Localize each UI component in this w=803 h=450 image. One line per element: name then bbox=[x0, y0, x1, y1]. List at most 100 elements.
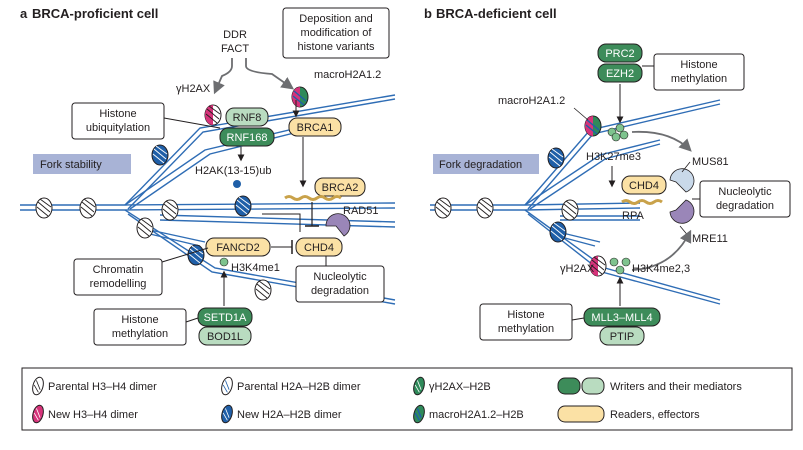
prc2-badge: PRC2 bbox=[597, 43, 643, 63]
h3k4me23-label: H3K4me2,3 bbox=[632, 263, 690, 275]
svg-text:FANCD2: FANCD2 bbox=[216, 242, 259, 254]
svg-text:histone variants: histone variants bbox=[297, 41, 375, 53]
rpa-filament bbox=[621, 199, 663, 205]
svg-text:EZH2: EZH2 bbox=[606, 68, 634, 80]
nucleosome bbox=[434, 197, 452, 219]
svg-text:Fork degradation: Fork degradation bbox=[439, 159, 522, 171]
svg-text:RNF8: RNF8 bbox=[233, 112, 262, 124]
svg-text:Parental H3–H4 dimer: Parental H3–H4 dimer bbox=[48, 381, 157, 393]
mus81-nuclease-icon bbox=[669, 168, 695, 193]
svg-text:methylation: methylation bbox=[498, 323, 554, 335]
rpa-label: RPA bbox=[622, 210, 644, 222]
panel-b-letter: b bbox=[424, 6, 432, 21]
ddr-arrow-left bbox=[213, 58, 233, 95]
svg-text:remodelling: remodelling bbox=[90, 278, 147, 290]
brca1-badge: BRCA1 bbox=[288, 117, 342, 137]
rnf168-badge: RNF168 bbox=[219, 127, 275, 147]
fact-label: FACT bbox=[221, 43, 249, 55]
chd4-badge-a: CHD4 bbox=[295, 237, 343, 257]
legend-item-macroh2a: macroH2A1.2–H2B bbox=[413, 404, 524, 424]
macroh2a-label: macroH2A1.2 bbox=[314, 69, 381, 81]
callout-methylation-a: Histone methylation bbox=[93, 308, 199, 346]
nuclease-icon bbox=[325, 213, 351, 237]
svg-text:Parental H2A–H2B dimer: Parental H2A–H2B dimer bbox=[237, 381, 361, 393]
svg-text:CHD4: CHD4 bbox=[629, 180, 659, 192]
legend-item-parental-h2ah2b: Parental H2A–H2B dimer bbox=[221, 376, 361, 396]
nucleosome bbox=[291, 86, 309, 108]
callout-deposition: Deposition and modification of histone v… bbox=[282, 7, 390, 59]
h3k4me23-marks bbox=[609, 257, 631, 275]
svg-text:New H2A–H2B dimer: New H2A–H2B dimer bbox=[237, 409, 342, 421]
mre11-label: MRE11 bbox=[692, 233, 728, 245]
svg-text:CHD4: CHD4 bbox=[304, 242, 334, 254]
svg-text:Fork stability: Fork stability bbox=[40, 159, 102, 171]
legend-item-gamma-h2ax: γH2AX–H2B bbox=[413, 376, 491, 396]
gamma-h2ax-b-label: γH2AX bbox=[560, 263, 595, 275]
curved-arrow-top bbox=[631, 130, 692, 152]
svg-text:degradation: degradation bbox=[311, 285, 369, 297]
gamma-h2ax-label: γH2AX bbox=[176, 83, 211, 95]
svg-text:macroH2A1.2–H2B: macroH2A1.2–H2B bbox=[429, 409, 524, 421]
curved-arrow-bottom bbox=[631, 229, 692, 271]
svg-text:PRC2: PRC2 bbox=[605, 48, 634, 60]
nucleosome bbox=[547, 147, 565, 169]
state-fork-stability: Fork stability bbox=[33, 154, 131, 174]
svg-text:Histone: Histone bbox=[680, 59, 717, 71]
panel-b-title: BRCA-deficient cell bbox=[436, 6, 557, 21]
rnf8-badge: RNF8 bbox=[225, 107, 269, 127]
nucleosome bbox=[35, 197, 53, 219]
svg-text:Writers and their mediators: Writers and their mediators bbox=[610, 381, 742, 393]
nucleosome bbox=[254, 279, 272, 301]
callout-nucleolytic-a: Nucleolytic degradation bbox=[295, 256, 385, 303]
legend-item-new-h2ah2b: New H2A–H2B dimer bbox=[221, 404, 342, 424]
h3k27me3-marks bbox=[607, 123, 629, 142]
rad51-filament bbox=[284, 195, 342, 201]
svg-text:RNF168: RNF168 bbox=[227, 132, 268, 144]
nucleosome bbox=[204, 104, 222, 126]
setd1a-badge: SETD1A bbox=[197, 307, 253, 327]
mre11-nuclease-icon bbox=[669, 199, 695, 224]
ptip-badge: PTIP bbox=[599, 326, 645, 346]
ezh2-badge: EZH2 bbox=[597, 63, 643, 83]
svg-text:Readers, effectors: Readers, effectors bbox=[610, 409, 700, 421]
svg-text:methylation: methylation bbox=[671, 73, 727, 85]
svg-text:Chromatin: Chromatin bbox=[93, 264, 144, 276]
callout-ubiquitylation: Histone ubiquitylation bbox=[71, 102, 221, 140]
legend-item-readers: Readers, effectors bbox=[557, 405, 700, 423]
svg-text:MLL3–MLL4: MLL3–MLL4 bbox=[591, 312, 652, 324]
svg-text:Histone: Histone bbox=[121, 314, 158, 326]
svg-text:Deposition and: Deposition and bbox=[299, 13, 372, 25]
panel-b-nucleosomes bbox=[434, 115, 607, 277]
h3k27me3-label: H3K27me3 bbox=[586, 151, 641, 163]
callout-chromatin-remodelling: Chromatin remodelling bbox=[73, 247, 209, 296]
brca2-badge: BRCA2 bbox=[314, 177, 366, 197]
panel-a: a BRCA-proficient cell bbox=[20, 6, 396, 346]
legend-item-parental-h3h4: Parental H3–H4 dimer bbox=[32, 376, 157, 396]
nucleosome bbox=[561, 199, 579, 221]
callout-nucleolytic-b: Nucleolytic degradation bbox=[692, 180, 791, 218]
nucleosome bbox=[234, 195, 252, 217]
svg-text:γH2AX–H2B: γH2AX–H2B bbox=[429, 381, 491, 393]
legend-item-new-h3h4: New H3–H4 dimer bbox=[32, 404, 138, 424]
svg-text:Histone: Histone bbox=[507, 309, 544, 321]
svg-text:New H3–H4 dimer: New H3–H4 dimer bbox=[48, 409, 138, 421]
macroh2a-b-label: macroH2A1.2 bbox=[498, 95, 565, 107]
legend-item-writers: Writers and their mediators bbox=[557, 377, 742, 395]
bod1l-badge: BOD1L bbox=[198, 326, 252, 346]
svg-text:Histone: Histone bbox=[99, 108, 136, 120]
inhibit-line bbox=[262, 213, 301, 232]
fancd2-badge: FANCD2 bbox=[205, 237, 271, 257]
svg-text:PTIP: PTIP bbox=[610, 331, 634, 343]
nucleosome bbox=[151, 144, 169, 166]
ddr-arrow-right bbox=[245, 58, 295, 90]
legend: Parental H3–H4 dimer Parental H2A–H2B di… bbox=[21, 367, 793, 431]
ub-mark bbox=[233, 180, 241, 188]
chd4-badge-b: CHD4 bbox=[621, 175, 667, 195]
ddr-label: DDR bbox=[223, 29, 247, 41]
h3k4me1-label: H3K4me1 bbox=[231, 262, 280, 274]
nucleosome bbox=[549, 221, 567, 243]
nucleosome bbox=[161, 199, 179, 221]
svg-text:modification of: modification of bbox=[301, 27, 373, 39]
methyl-mark bbox=[219, 257, 229, 267]
